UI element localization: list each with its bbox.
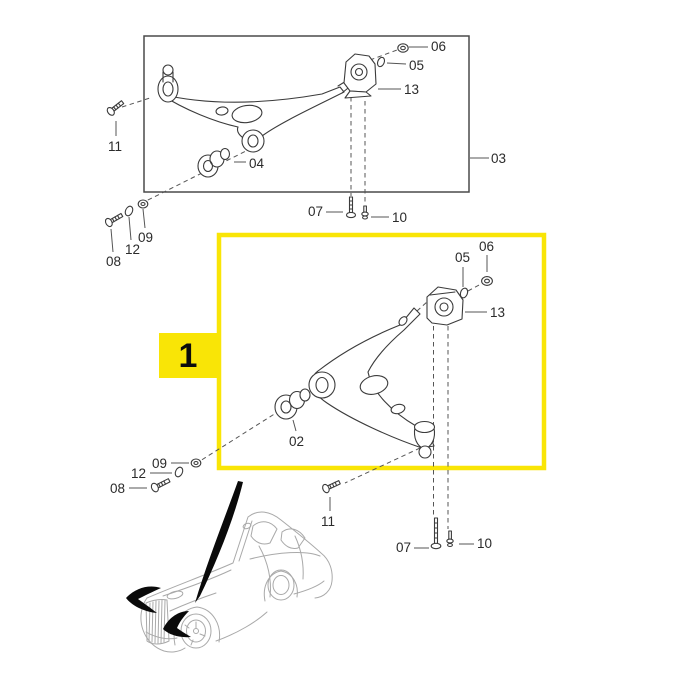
control-arm-drawing-top	[157, 64, 357, 153]
wheel-location-arrow	[163, 611, 191, 638]
callout-06-selected[interactable]: 06	[479, 239, 494, 254]
dash-line	[199, 388, 315, 462]
washer-05-drawing-selected	[459, 287, 469, 299]
nut-09-drawing-selected	[190, 458, 202, 468]
selection-badge[interactable]	[159, 333, 217, 378]
dash-line	[344, 447, 421, 484]
selection-highlight-box[interactable]	[216, 232, 547, 471]
bolt-07-drawing-top	[345, 196, 357, 219]
callout-09-top[interactable]: 09	[138, 230, 153, 245]
hood-location-arrow	[126, 586, 161, 613]
leader-line	[128, 216, 132, 241]
callout-09-selected[interactable]: 09	[152, 456, 167, 471]
washer-12-drawing-top	[124, 205, 134, 217]
leader-line	[142, 208, 146, 229]
callout-04-top[interactable]: 04	[249, 156, 265, 171]
nut-09-drawing-top	[137, 199, 149, 209]
callout-13-top[interactable]: 13	[404, 82, 419, 97]
vehicle-location-sketch	[126, 481, 333, 653]
nut-06-drawing-selected	[481, 276, 493, 286]
callout-11-top[interactable]: 11	[108, 139, 122, 154]
bolt-11-drawing-selected	[322, 480, 341, 494]
dash-line	[416, 300, 429, 312]
callout-12-selected[interactable]: 12	[131, 466, 146, 481]
callout-06-top[interactable]: 06	[431, 39, 446, 54]
callout-03-frame[interactable]: 03	[491, 151, 506, 166]
callout-10-selected[interactable]: 10	[477, 536, 492, 551]
bracket-13-drawing-top	[343, 53, 377, 99]
assembly-frame-box	[143, 35, 470, 193]
dash-line	[121, 97, 151, 108]
bolt-08-drawing-top	[104, 212, 124, 228]
callout-08-top[interactable]: 08	[106, 254, 121, 269]
top-assembly: 06 05 13 03 11 04 09 12 08 07 10	[104, 35, 506, 269]
stud-10-drawing-selected	[446, 530, 454, 548]
bushing-02-drawing-selected	[274, 388, 311, 420]
bushing-04-drawing-top	[197, 147, 231, 178]
dash-line	[145, 147, 253, 202]
washer-05-drawing-top	[376, 56, 386, 68]
callout-05-selected[interactable]: 05	[455, 250, 470, 265]
callout-05-top[interactable]: 05	[409, 58, 424, 73]
stud-10-drawing-top	[361, 205, 369, 220]
callout-10-top[interactable]: 10	[392, 210, 407, 225]
callout-02-selected[interactable]: 02	[289, 434, 304, 449]
callout-08-selected[interactable]: 08	[110, 481, 125, 496]
selection-badge-label: 1	[179, 337, 198, 375]
bracket-13-drawing-selected	[426, 286, 464, 326]
selected-assembly: 1	[110, 232, 547, 555]
callout-12-top[interactable]: 12	[125, 242, 140, 257]
leader-line	[386, 62, 407, 65]
leader-line	[110, 228, 114, 253]
bolt-11-drawing-top	[106, 100, 125, 116]
washer-12-drawing-selected	[174, 466, 184, 478]
location-swoosh-arrow	[195, 481, 243, 603]
car-outline-sketch	[140, 511, 333, 653]
dash-line	[467, 283, 482, 292]
leader-line	[292, 419, 297, 432]
bolt-08-drawing-selected	[150, 478, 171, 493]
control-arm-drawing-selected	[308, 307, 436, 459]
nut-06-drawing-top	[397, 43, 409, 53]
callout-07-selected[interactable]: 07	[396, 540, 411, 555]
callout-11-selected[interactable]: 11	[321, 514, 335, 529]
callout-13-selected[interactable]: 13	[490, 305, 505, 320]
bolt-07-drawing-selected	[430, 517, 442, 550]
callout-07-top[interactable]: 07	[308, 204, 323, 219]
